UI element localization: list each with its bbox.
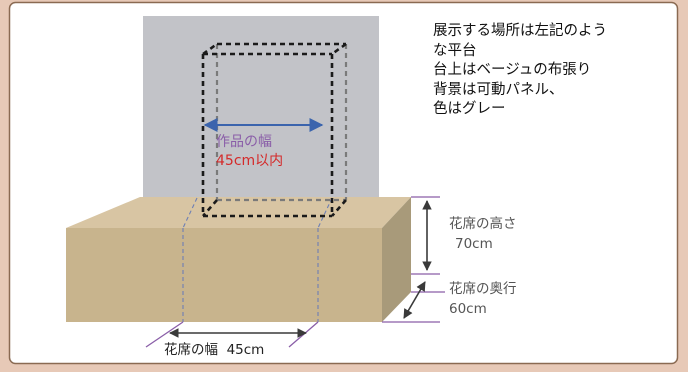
stand-width-dimension	[145, 321, 319, 348]
stand-width-guides	[182, 197, 333, 322]
description-text: 展示する場所は左記のよう な平台 台上はベージュの布張り 背景は可動パネル、 色…	[433, 22, 673, 120]
stand-width-label: 花席の幅 45cm	[164, 342, 264, 358]
stand-height-value: 70cm	[455, 236, 493, 252]
description-line: な平台	[433, 42, 477, 59]
stand-top	[66, 197, 411, 228]
description-line: 背景は可動パネル、	[433, 81, 564, 98]
stand-depth-title: 花席の奥行	[449, 280, 517, 297]
artwork-bounding-box	[201, 42, 348, 218]
backdrop-panel	[143, 16, 379, 200]
work-width-value: 45cm以内	[216, 153, 283, 169]
description-line: 台上はベージュの布張り	[433, 62, 592, 78]
stand-height-dimension	[411, 196, 440, 275]
work-width-title: 作品の幅	[216, 134, 272, 150]
description-line: 色はグレー	[433, 101, 506, 117]
stand-depth-value: 60cm	[449, 301, 487, 317]
stand-depth-dimension	[382, 281, 445, 323]
stand-height-title: 花席の高さ	[449, 215, 517, 232]
description-line: 展示する場所は左記のよう	[433, 23, 607, 39]
stand-front	[66, 228, 382, 322]
